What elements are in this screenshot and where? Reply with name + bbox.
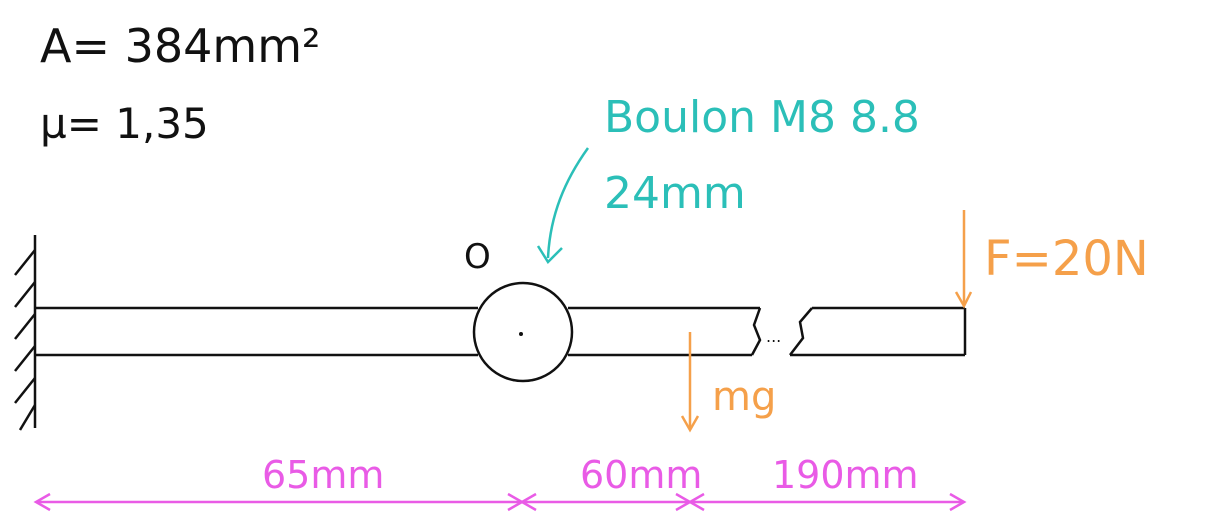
dimension-65: 65mm: [262, 453, 384, 497]
weight-arrow: [680, 332, 700, 433]
dimension-line: [33, 492, 967, 512]
dimension-190: 190mm: [772, 453, 919, 497]
bolt-label: Boulon M8 8.8: [604, 92, 920, 143]
wall-support: [14, 235, 37, 431]
weight-label: mg: [712, 374, 776, 420]
beam-break-mark: ...: [766, 327, 781, 346]
bolt-pointer-arrow: [536, 147, 590, 264]
bolt-circle: [472, 281, 574, 383]
area-value: A= 384mm²: [40, 19, 321, 73]
friction-coefficient: µ= 1,35: [40, 99, 209, 148]
applied-force-label: F=20N: [984, 231, 1149, 287]
bolt-length: 24mm: [604, 168, 746, 219]
dimension-60: 60mm: [580, 453, 702, 497]
beam: [35, 306, 967, 357]
applied-force-arrow: [954, 210, 973, 309]
pivot-label: O: [464, 237, 491, 277]
